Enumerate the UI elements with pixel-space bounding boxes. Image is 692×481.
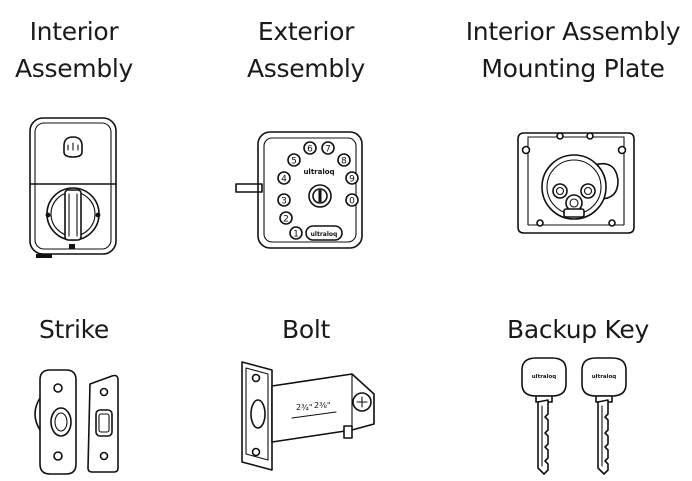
mounting-plate-icon [516, 127, 636, 241]
key-0: 0 [349, 197, 355, 207]
interior-assembly-icon [24, 116, 124, 265]
key-right-brand: ultraloq [592, 374, 617, 380]
interior-assembly-label: Interior Assembly [4, 13, 144, 87]
key-1: 1 [293, 230, 299, 240]
key-5: 5 [291, 157, 297, 167]
backset-marking-long: 2¾" [296, 403, 313, 412]
exterior-assembly-label-line1: Exterior [257, 17, 355, 46]
exterior-assembly-label: Exterior Assembly [236, 13, 376, 87]
mounting-plate-label-line1: Interior Assembly [465, 17, 681, 46]
mounting-plate-label: Interior Assembly Mounting Plate [458, 13, 688, 87]
brand-text: ultraloq [303, 168, 334, 176]
interior-assembly-label-line2: Assembly [14, 54, 134, 83]
key-9: 9 [349, 175, 355, 185]
backup-key-left: ultraloq [521, 357, 567, 475]
bolt-icon: 2¾" 2⅜" [236, 356, 386, 480]
strike-icon [28, 368, 128, 480]
bolt-label: Bolt [282, 315, 330, 344]
key-6: 6 [307, 145, 313, 155]
mounting-plate-label-line2: Mounting Plate [481, 54, 665, 83]
interior-assembly-label-line1: Interior [29, 17, 119, 46]
key-3: 3 [281, 197, 287, 207]
exterior-assembly-label-line2: Assembly [246, 54, 366, 83]
brand-logo [63, 136, 83, 158]
backup-key-icon: ultraloq ultraloq [514, 356, 644, 480]
backset-marking-short: 2⅜" [314, 401, 331, 410]
backup-key-right: ultraloq [581, 357, 627, 475]
exterior-assembly-icon: 5 6 7 8 4 9 3 0 2 1 ultraloq ultraloq [234, 126, 374, 260]
keypad: 5 6 7 8 4 9 3 0 2 1 [277, 141, 359, 240]
strike-label: Strike [38, 315, 110, 344]
key-2: 2 [283, 215, 289, 225]
key-8: 8 [341, 157, 347, 167]
backup-key-label: Backup Key [507, 315, 649, 344]
key-left-brand: ultraloq [532, 374, 557, 380]
key-7: 7 [325, 145, 331, 155]
brand-text-lower: ultraloq [311, 231, 338, 238]
key-4: 4 [281, 175, 287, 185]
